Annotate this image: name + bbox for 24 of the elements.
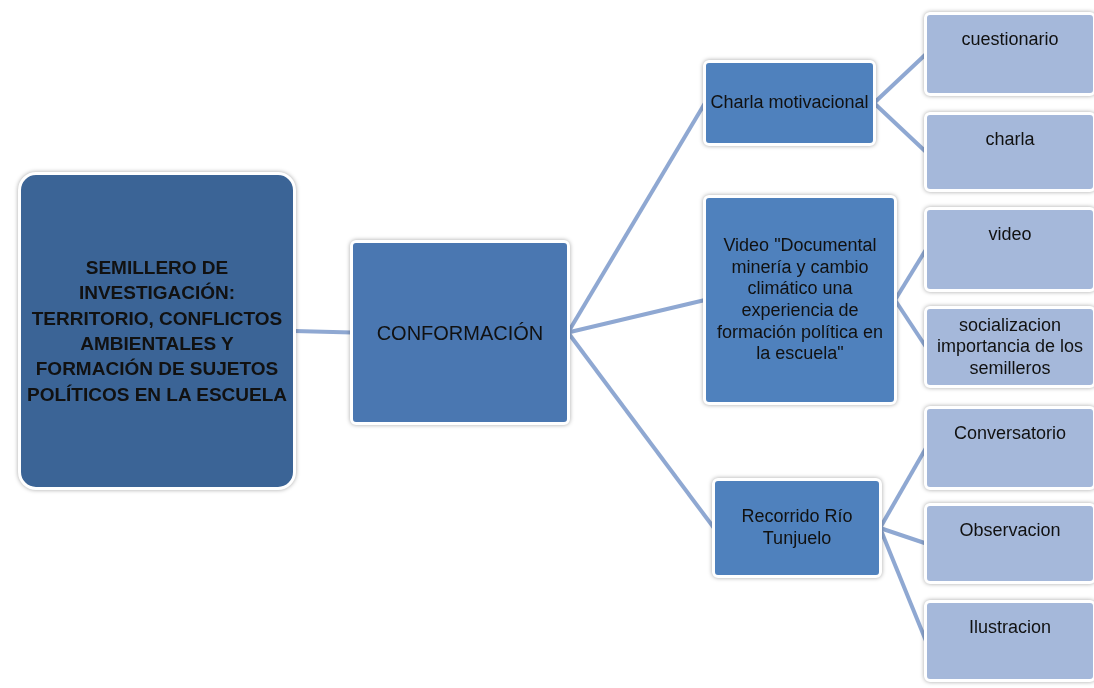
- concept-box: [924, 600, 1094, 682]
- concept-box: [924, 406, 1094, 490]
- box-label: Charla motivacional: [710, 92, 869, 114]
- concept-box: [924, 112, 1094, 192]
- concept-box: [924, 12, 1094, 96]
- concept-box: [924, 306, 1094, 388]
- concept-box: [350, 240, 570, 425]
- box-label: video: [988, 224, 1032, 246]
- concept-box: [18, 172, 296, 490]
- box-label: Observacion: [959, 520, 1061, 542]
- concept-box: [703, 60, 876, 146]
- box-label: socializacion importancia de los semilleros: [935, 314, 1085, 380]
- concept-box: [924, 207, 1094, 292]
- concept-box: [924, 503, 1094, 584]
- box-label: Video "Documental minería y cambio climático una experiencia de formación política en la escuela": [715, 235, 885, 365]
- concept-box: [712, 478, 882, 578]
- box-label: Ilustracion: [968, 617, 1051, 639]
- concept-box: [703, 195, 897, 405]
- box-label: charla: [985, 129, 1035, 151]
- box-label: SEMILLERO DE INVESTIGACIÓN: TERRITORIO, CONFLICTOS AMBIENTALES Y FORMACIÓN DE SUJETOS POLÍTICOS EN LA ESCUELA: [25, 256, 288, 407]
- box-label: Recorrido Río Tunjuelo: [740, 506, 854, 550]
- box-label: cuestionario: [961, 29, 1059, 51]
- box-label: CONFORMACIÓN: [376, 320, 544, 345]
- box-label: Conversatorio: [953, 423, 1067, 445]
